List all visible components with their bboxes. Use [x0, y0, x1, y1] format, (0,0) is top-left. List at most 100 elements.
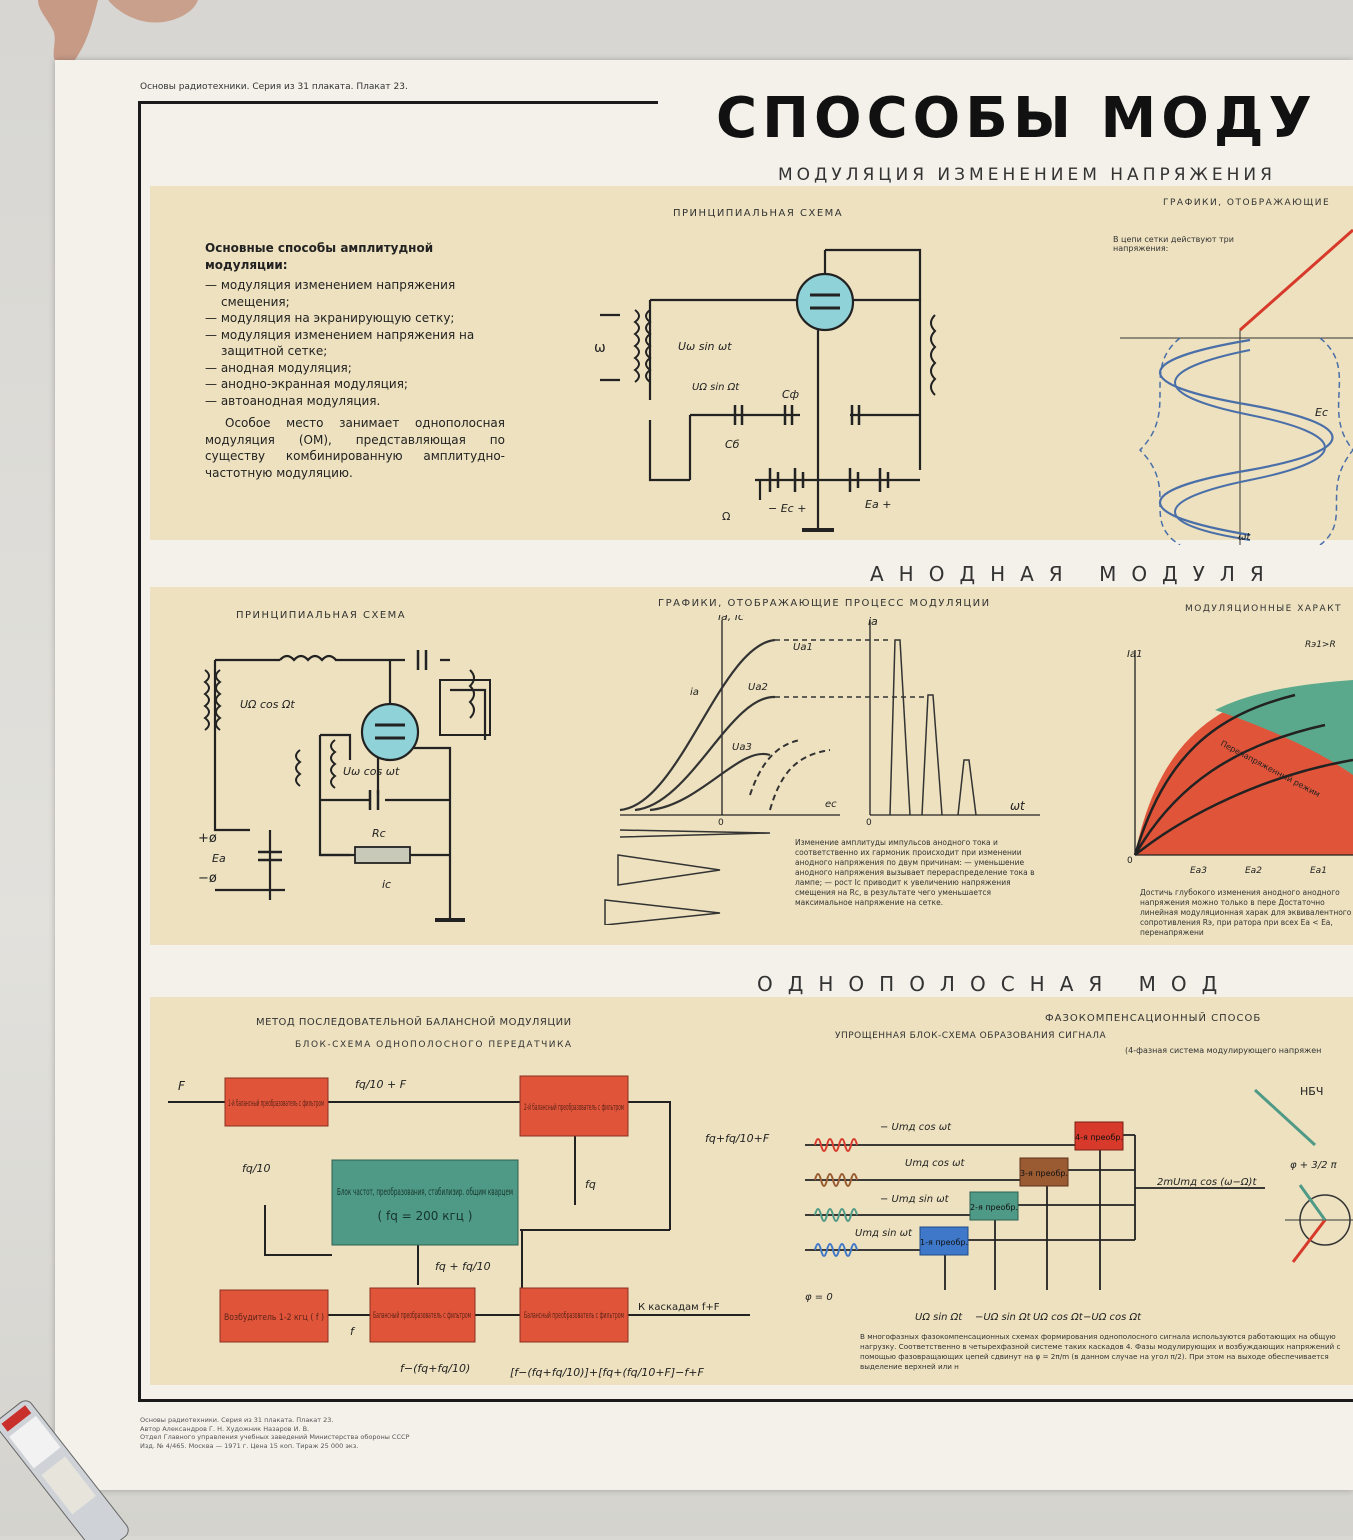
output-text: К каскадам f+F — [638, 1302, 720, 1313]
hand-holding-poster — [38, 0, 198, 66]
svg-text:φ = 0: φ = 0 — [805, 1292, 833, 1303]
phase-block-1: 1-я преобр. — [920, 1238, 968, 1247]
ssb-block-diagram: 1-й балансный преобразователь с фильтром… — [168, 1075, 770, 1379]
svg-text:−UΩ sin Ωt: −UΩ sin Ωt — [975, 1312, 1032, 1323]
modulation-characteristics-chart: Iа1 Rэ1>R 0 Eа3 Eа2 Eа1 Перенапряженный … — [1127, 640, 1353, 876]
block-b2-text: 2-й балансный преобразователь с фильтром — [524, 1103, 624, 1113]
poster-frame — [138, 102, 1353, 1402]
svg-text:0: 0 — [866, 818, 872, 828]
svg-text:Rc: Rc — [372, 827, 386, 840]
footer-line: Изд. № 4/465. Москва — 1971 г. Цена 15 к… — [140, 1441, 359, 1450]
svg-text:Iа1: Iа1 — [1127, 649, 1142, 660]
footer-line: Отдел Главного управления учебных заведе… — [140, 1433, 410, 1441]
svg-text:Uω sin ωt: Uω sin ωt — [678, 340, 732, 353]
bias-modulation-circuit: ω Uω sin ωt UΩ sin Ωt Cб Cф Ω − Ec + Eа … — [594, 248, 937, 532]
section2-panel — [150, 587, 1353, 945]
svg-text:Uω cos ωt: Uω cos ωt — [343, 765, 400, 778]
svg-text:+ø: +ø — [198, 831, 217, 846]
svg-text:Rэ1>R: Rэ1>R — [1305, 640, 1336, 650]
svg-text:F: F — [178, 1079, 186, 1093]
frequency-block — [331, 1159, 519, 1246]
svg-text:ωt: ωt — [1010, 799, 1026, 813]
svg-text:Ω: Ω — [722, 510, 730, 523]
svg-text:fq: fq — [585, 1178, 596, 1191]
svg-text:Ec: Ec — [1315, 406, 1328, 419]
svg-text:− Umд cos ωt: − Umд cos ωt — [880, 1122, 952, 1133]
method-item: — автоанодная модуляция. — [205, 393, 381, 408]
poster-subtitle: МОДУЛЯЦИЯ ИЗМЕНЕНИЕМ НАПРЯЖЕНИЯ — [778, 165, 1276, 185]
section1-panel — [150, 186, 1353, 540]
svg-text:0: 0 — [1127, 856, 1133, 866]
block-diagram-label: БЛОК-СХЕМА ОДНОПОЛОСНОГО ПЕРЕДАТЧИКА — [295, 1040, 573, 1050]
method-item: — модуляция на экранирующую сетку; — [205, 311, 455, 325]
poster-title: СПОСОБЫ МОДУ — [716, 86, 1317, 151]
characteristics-note: Достичь глубокого изменения анодного ано… — [1140, 888, 1352, 937]
svg-text:UΩ cos Ωt: UΩ cos Ωt — [240, 698, 295, 711]
svg-text:iа, ic: iа, ic — [718, 615, 744, 623]
svg-text:Uа3: Uа3 — [732, 742, 752, 753]
poster-footer: Основы радиотехники. Серия из 31 плаката… — [140, 1416, 409, 1450]
anode-note: Изменение амплитуды импульсов анодного т… — [795, 838, 1035, 907]
svg-text:UΩ sin Ωt: UΩ sin Ωt — [915, 1312, 963, 1323]
svg-text:iа: iа — [868, 615, 878, 628]
svg-text:− Umд sin ωt: − Umд sin ωt — [880, 1194, 950, 1205]
svg-text:−UΩ cos Ωt: −UΩ cos Ωt — [1083, 1312, 1142, 1323]
svg-text:Cф: Cф — [782, 388, 799, 401]
exciter-block — [219, 1289, 329, 1343]
svg-text:iа: iа — [690, 687, 699, 698]
section3-title: ОДНОПОЛОСНАЯ МОД — [757, 972, 1233, 996]
footer-line: Основы радиотехники. Серия из 31 плаката… — [140, 1416, 334, 1424]
svg-text:Eа: Eа — [212, 852, 226, 865]
methods-heading: Основные способы амплитудной модуляции: — [205, 241, 434, 272]
block-center-freq: ( fq = 200 кгц ) — [378, 1209, 473, 1223]
svg-text:2mUmд cos (ω−Ω)t: 2mUmд cos (ω−Ω)t — [1157, 1177, 1257, 1188]
svg-text:−ø: −ø — [198, 871, 217, 886]
nbch-label: НБЧ — [1300, 1085, 1323, 1098]
om-paragraph: Особое место занимает однополосная модул… — [205, 416, 505, 480]
svg-text:Eа +: Eа + — [865, 498, 891, 511]
method-item: — модуляция изменением напряжения на защ… — [205, 327, 475, 359]
block-exciter-text: Возбудитель 1-2 кгц ( f ) — [224, 1313, 324, 1323]
section2-graphs-label: ГРАФИКИ, ОТОБРАЖАЮЩИЕ ПРОЦЕСС МОДУЛЯЦИИ — [658, 598, 991, 609]
svg-text:f: f — [350, 1325, 356, 1338]
phase-footnote: В многофазных фазокомпенсационных схемах… — [860, 1332, 1341, 1371]
svg-text:Eа1: Eа1 — [1310, 866, 1327, 876]
series-line: Основы радиотехники. Серия из 31 плаката… — [140, 82, 408, 92]
svg-text:0: 0 — [718, 818, 724, 828]
anode-modulation-graph: iа, ic iа Uа1 Uа2 Uа3 iа ec ωt 0 0 — [604, 615, 1040, 925]
svg-text:fq/10: fq/10 — [242, 1162, 271, 1175]
block-bal2-text: Балансный преобразователь с фильтром — [524, 1311, 624, 1321]
footer-line: Автор Александров Г. Н. Художник Назаров… — [140, 1424, 310, 1433]
balanced-converter-1 — [224, 1077, 329, 1127]
phase-compensation-diagram: 4-я преобр. 3-я преобр. 2-я преобр. 1-я … — [805, 1085, 1353, 1323]
section1-graph-note: В цепи сетки действуют три напряжения: — [1113, 235, 1234, 253]
phase-sub-label: УПРОЩЕННАЯ БЛОК-СХЕМА ОБРАЗОВАНИЯ СИГНАЛ… — [835, 1031, 1107, 1041]
phase-note: (4-фазная система модулирующего напряжен — [1125, 1046, 1322, 1055]
methods-text: Основные способы амплитудной модуляции: … — [205, 240, 505, 481]
svg-text:ic: ic — [382, 878, 391, 891]
balanced-converter-4 — [519, 1287, 629, 1343]
svg-text:Umд cos ωt: Umд cos ωt — [905, 1158, 966, 1169]
svg-text:f−(fq+fq/10): f−(fq+fq/10) — [400, 1362, 470, 1375]
method-item: — анодно-экранная модуляция; — [205, 377, 408, 391]
nbch-vector — [1253, 1088, 1317, 1147]
block-b1-text: 1-й балансный преобразователь с фильтром — [228, 1099, 324, 1109]
svg-text:ec: ec — [825, 799, 837, 810]
svg-text:[f−(fq+fq/10)]+[fq+(fq/10+F]−f: [f−(fq+fq/10)]+[fq+(fq/10+F]−f+F — [510, 1366, 704, 1379]
svg-text:fq + fq/10: fq + fq/10 — [435, 1260, 491, 1273]
block-bal1-text: Балансный преобразователь с фильтром — [373, 1311, 471, 1321]
section2-char-label: МОДУЛЯЦИОННЫЕ ХАРАКТ — [1185, 604, 1343, 614]
svg-text:− Ec +: − Ec + — [768, 502, 806, 515]
svg-text:Umд sin ωt: Umд sin ωt — [855, 1228, 913, 1239]
method-item: — модуляция изменением напряжения смещен… — [205, 278, 456, 309]
phase-block-3: 3-я преобр. — [1020, 1169, 1068, 1178]
svg-text:UΩ cos Ωt: UΩ cos Ωt — [1033, 1312, 1084, 1323]
section2-title: АНОДНАЯ МОДУЛЯ — [870, 562, 1279, 586]
phase-method-label: ФАЗОКОМПЕНСАЦИОННЫЙ СПОСОБ — [1045, 1013, 1262, 1024]
method-item: — анодная модуляция; — [205, 360, 352, 375]
section2-schema-label: ПРИНЦИПИАЛЬНАЯ СХЕМА — [236, 610, 407, 621]
lighter-object — [0, 1400, 129, 1540]
svg-text:ω: ω — [594, 340, 606, 356]
frame-top-line — [138, 101, 658, 104]
svg-text:Eа3: Eа3 — [1190, 866, 1207, 876]
